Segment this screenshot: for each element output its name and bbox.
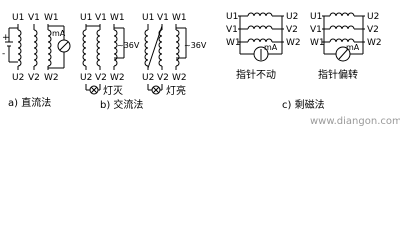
terminal-w1-c-left: W1	[226, 38, 241, 48]
panel-b-ac-method: U1 V1 W1 ~36V U2 V2 W2	[80, 13, 207, 111]
terminal-w2-left: W2	[110, 73, 125, 83]
terminal-v1-c-right: V1	[310, 25, 322, 35]
needle-deflect-label: 指针偏转	[318, 68, 358, 81]
meter-deflect-icon	[335, 46, 351, 62]
terminal-v1-left: V1	[95, 13, 107, 23]
caption-residual-method: c) 剩磁法	[282, 98, 325, 111]
terminal-w1-left: W1	[110, 13, 125, 23]
terminal-v1-c-left: V1	[226, 25, 238, 35]
terminal-u2: U2	[12, 73, 24, 83]
watermark: www.diangon.com	[310, 116, 400, 127]
terminal-v2-c-right: V2	[367, 25, 379, 35]
battery-minus-label: -	[2, 49, 5, 59]
lamp-off-label: 灯灭	[103, 85, 123, 97]
panel-c-residual-magnetism-method: U1 V1 W1 U2 V2 W2 mA 指针不动 U1 V1	[226, 12, 382, 111]
right-horizontal-coils	[322, 12, 365, 55]
terminal-w1-right: W1	[172, 13, 187, 23]
terminal-u1-c-left: U1	[226, 12, 238, 22]
caption-dc-method: a) 直流法	[8, 96, 51, 109]
milliammeter-icon	[48, 25, 71, 69]
terminal-u1-left: U1	[80, 13, 92, 23]
battery-plus-label: +	[2, 33, 10, 43]
terminal-w2-right: W2	[172, 73, 187, 83]
needle-still-label: 指针不动	[236, 68, 276, 81]
lamp-on-label: 灯亮	[166, 84, 186, 97]
winding-polarity-test-diagram: U1 V1 W1 + - mA	[2, 12, 400, 127]
terminal-v1-right: V1	[157, 13, 169, 23]
lamp-lit-icon	[147, 84, 163, 95]
winding-w-coil	[47, 24, 52, 70]
terminal-v2-left: V2	[95, 73, 107, 83]
meter-unit-c-left: mA	[264, 43, 278, 52]
terminal-u2-c-right: U2	[367, 12, 379, 22]
terminal-u2-left: U2	[80, 73, 92, 83]
terminal-u2-right: U2	[142, 73, 154, 83]
terminal-w2-c-right: W2	[367, 38, 382, 48]
meter-unit-c-right: mA	[346, 43, 360, 52]
terminal-v2: V2	[28, 73, 40, 83]
terminal-v2-right: V2	[157, 73, 169, 83]
terminal-u1-right: U1	[142, 13, 154, 23]
terminal-w2-c-left: W2	[286, 38, 301, 48]
voltage-source-left: ~36V	[117, 41, 140, 50]
panel-a-dc-method: U1 V1 W1 + - mA	[2, 13, 71, 109]
terminal-u1: U1	[12, 13, 24, 23]
battery-icon	[5, 28, 13, 62]
winding-v-coil	[33, 24, 38, 70]
terminal-v2-c-left: V2	[286, 25, 298, 35]
terminal-u2-c-left: U2	[286, 12, 298, 22]
terminal-w2: W2	[44, 73, 59, 83]
left-coils	[82, 24, 125, 70]
meter-still-icon	[253, 46, 269, 62]
right-coils	[144, 24, 187, 70]
caption-ac-method: b) 交流法	[100, 98, 143, 111]
lamp-icon	[85, 84, 101, 95]
terminal-v1: V1	[28, 13, 40, 23]
winding-u-coil	[9, 24, 22, 70]
left-horizontal-coils	[238, 12, 284, 55]
voltage-source-right: ~36V	[184, 41, 207, 50]
terminal-w1: W1	[44, 13, 59, 23]
terminal-u1-c-right: U1	[310, 12, 322, 22]
terminal-w1-c-right: W1	[310, 38, 325, 48]
meter-unit-label: mA	[52, 29, 66, 38]
